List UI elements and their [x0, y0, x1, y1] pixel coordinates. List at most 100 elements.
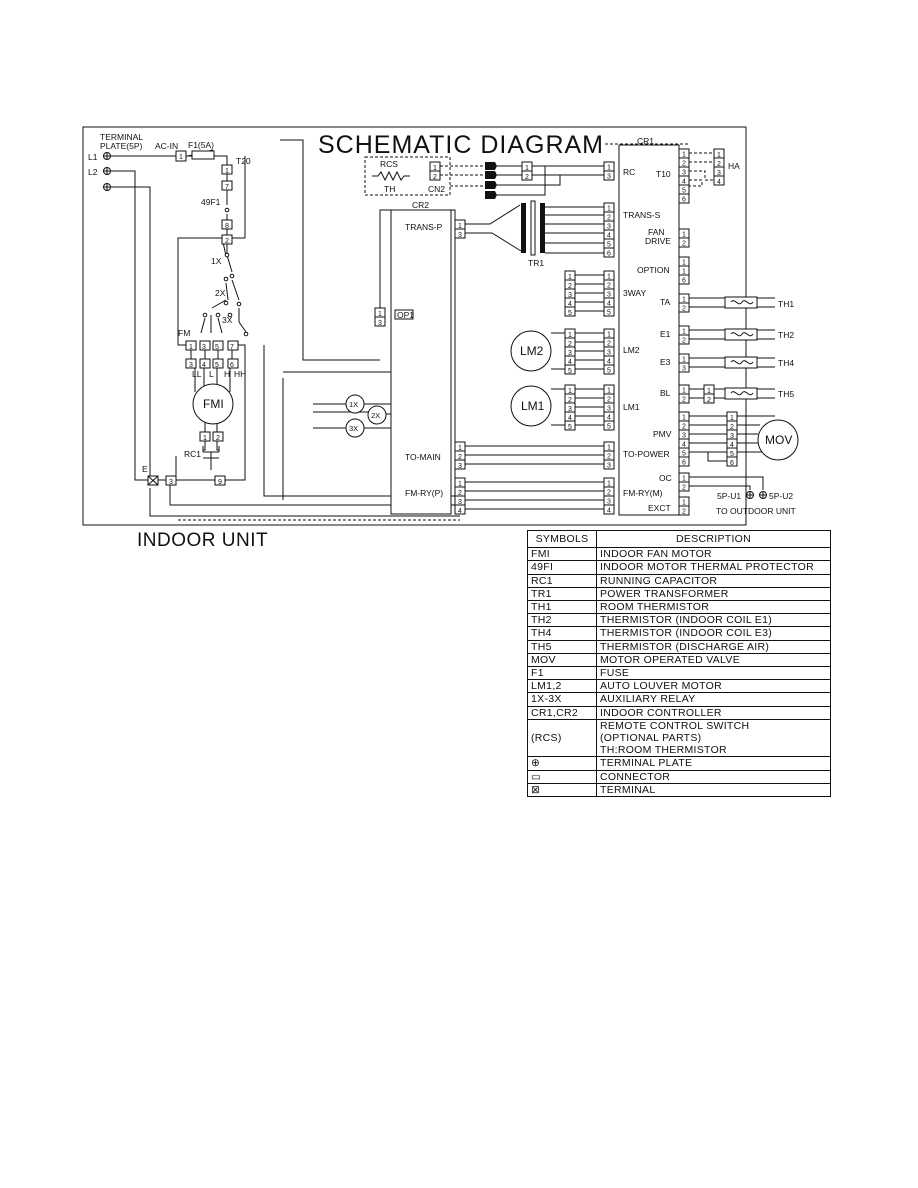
label-2x: 2X — [215, 288, 226, 298]
legend-description: TERMINAL — [596, 782, 831, 798]
label-ta: TA — [660, 297, 671, 307]
svg-text:3: 3 — [189, 362, 193, 369]
svg-text:1: 1 — [203, 435, 207, 442]
plug-connector-icons — [485, 162, 497, 199]
connector-pin-number: 1 — [682, 269, 686, 276]
connector-pin-number: 1 — [682, 476, 686, 483]
connector-pin-number: 1 — [682, 357, 686, 364]
label-fan: FAN — [648, 227, 665, 237]
relay-coils — [313, 394, 391, 438]
connector-pin-number: 1 — [607, 165, 611, 172]
legend-symbol: 1X-3X — [527, 692, 597, 707]
connector-pin — [603, 247, 615, 258]
legend-description: INDOOR FAN MOTOR — [596, 547, 831, 562]
connector-pin — [603, 306, 615, 317]
label-f1: F1(5A) — [188, 140, 214, 150]
relay-2x-label: 2X — [371, 411, 380, 420]
connector-pin-number: 2 — [607, 490, 611, 497]
connector-pin-number: 3 — [607, 499, 611, 506]
svg-text:1: 1 — [730, 415, 734, 422]
label-th2: TH2 — [778, 330, 794, 340]
label-th5: TH5 — [778, 389, 794, 399]
legend-row: ⊕TERMINAL PLATE — [527, 756, 831, 771]
legend-description: CONNECTOR — [596, 769, 831, 784]
connector-pin-number: 2 — [682, 338, 686, 345]
legend-description: THERMISTOR (INDOOR COIL E1) — [596, 613, 831, 628]
three-way-harness: 1 2 3 4 5 — [564, 270, 604, 317]
label-cn2: CN2 — [428, 184, 445, 194]
connector-pin-number: 1 — [607, 332, 611, 339]
legend-header-description: DESCRIPTION — [596, 529, 831, 549]
svg-text:1: 1 — [225, 168, 229, 175]
legend-description: ROOM THERMISTOR — [596, 600, 831, 615]
svg-text:2: 2 — [568, 283, 572, 290]
connector-pin-number: 1 — [682, 388, 686, 395]
svg-text:2: 2 — [525, 174, 529, 181]
connector-pin-number: 6 — [682, 460, 686, 467]
connector-pin-number: 4 — [607, 301, 611, 308]
legend-description: REMOTE CONTROL SWITCH(OPTIONAL PARTS)TH:… — [596, 718, 831, 758]
connector-pin — [603, 364, 615, 375]
connector-pin-number: 3 — [682, 433, 686, 440]
label-ll: LL — [192, 369, 202, 379]
label-trans-s: TRANS-S — [623, 210, 661, 220]
inter-controller-wires: 1 2 — [465, 161, 604, 510]
legend-symbol: (RCS) — [527, 718, 597, 758]
label-t10: T10 — [656, 169, 671, 179]
legend-row: (RCS)REMOTE CONTROL SWITCH(OPTIONAL PART… — [527, 718, 831, 758]
legend-header-symbols: SYMBOLS — [527, 529, 597, 549]
thermistor-wires: 1 2 — [689, 296, 775, 404]
label-pmv: PMV — [653, 429, 672, 439]
connector-pin-number: 2 — [607, 397, 611, 404]
connector-pin-number: 1 — [607, 274, 611, 281]
legend-description: RUNNING CAPACITOR — [596, 573, 831, 588]
connector-pin-number: 3 — [682, 170, 686, 177]
legend-description-line: (OPTIONAL PARTS) — [600, 732, 702, 745]
connector-pin — [678, 505, 690, 516]
label-3way: 3WAY — [623, 288, 646, 298]
svg-text:3: 3 — [378, 320, 382, 327]
connector-pin — [678, 193, 690, 204]
connector-pin-number: 5 — [607, 242, 611, 249]
svg-text:4: 4 — [717, 179, 721, 186]
label-op1: OP1 — [397, 310, 414, 320]
svg-text:2: 2 — [568, 341, 572, 348]
svg-text:1: 1 — [568, 332, 572, 339]
label-h: H — [224, 369, 230, 379]
connector-pin-number: 1 — [682, 500, 686, 507]
motor-operated-valve: 1 2 3 4 5 6 — [689, 411, 799, 467]
label-e3: E3 — [660, 357, 671, 367]
terminal-l1-label: L1 — [88, 152, 98, 162]
legend-row: ▭CONNECTOR — [527, 769, 831, 784]
svg-text:1: 1 — [458, 445, 462, 452]
connector-pin-number: 5 — [682, 188, 686, 195]
connector-pin-number: 4 — [682, 179, 686, 186]
label-fm: FM — [178, 328, 190, 338]
label-hh: HH — [234, 369, 246, 379]
legend-symbol: ▭ — [527, 769, 597, 784]
legend-description: FUSE — [596, 666, 831, 681]
connector-pin-number: 1 — [607, 388, 611, 395]
connector-pin-number: 3 — [607, 292, 611, 299]
connector-pin-number: 1 — [682, 152, 686, 159]
label-49f1: 49F1 — [201, 197, 221, 207]
legend-symbol: TR1 — [527, 586, 597, 602]
terminal-plate-icon — [103, 152, 111, 191]
legend-description-line: TH:ROOM THERMISTOR — [600, 744, 727, 757]
label-exct: EXCT — [648, 503, 671, 513]
legend-symbol: ⊠ — [527, 782, 597, 798]
label-rcs: RCS — [380, 159, 398, 169]
svg-text:2: 2 — [458, 490, 462, 497]
connector-pin-number: 2 — [682, 161, 686, 168]
transformer-tr1 — [465, 200, 604, 256]
connector-pin-number: 2 — [607, 283, 611, 290]
svg-text:3: 3 — [169, 479, 173, 486]
legend-symbol: MOV — [527, 652, 597, 668]
legend-symbol: ⊕ — [527, 756, 597, 771]
label-option: OPTION — [637, 265, 670, 275]
label-lm1-port: LM1 — [623, 402, 640, 412]
legend-description: THERMISTOR (DISCHARGE AIR) — [596, 639, 831, 654]
